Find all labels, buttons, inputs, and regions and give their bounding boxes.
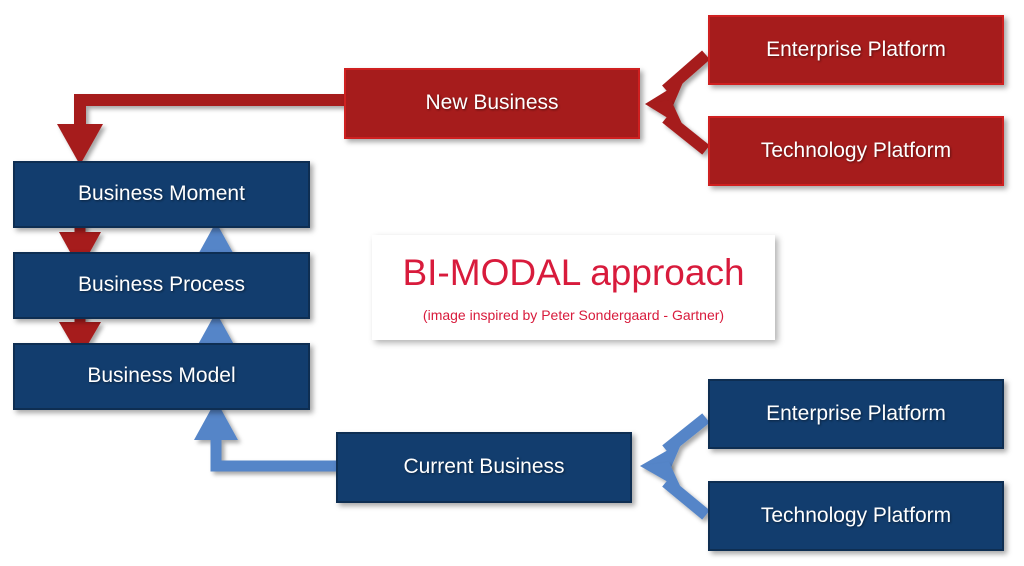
- node-business-moment-label: Business Moment: [78, 182, 245, 206]
- arrow-technology-platform-to-current-business: [640, 462, 710, 520]
- title-card: BI-MODAL approach (image inspired by Pet…: [372, 235, 775, 340]
- node-technology-platform-bottom[interactable]: Technology Platform: [708, 481, 1004, 551]
- node-new-business[interactable]: New Business: [344, 68, 640, 139]
- node-enterprise-platform-bottom-label: Enterprise Platform: [766, 401, 946, 425]
- node-new-business-label: New Business: [425, 91, 559, 115]
- node-business-process-label: Business Process: [78, 273, 245, 297]
- node-current-business-label: Current Business: [403, 455, 565, 479]
- arrow-enterprise-platform-to-current-business: [640, 413, 710, 470]
- node-current-business[interactable]: Current Business: [336, 432, 632, 503]
- node-technology-platform-top-label: Technology Platform: [760, 138, 952, 162]
- node-enterprise-platform-top[interactable]: Enterprise Platform: [708, 15, 1004, 85]
- arrow-technology-platform-to-new-business: [645, 100, 710, 155]
- arrow-new-business-to-business-moment: [57, 94, 344, 165]
- node-business-model-label: Business Model: [87, 364, 236, 388]
- arrow-enterprise-platform-to-new-business: [645, 50, 710, 108]
- node-business-moment[interactable]: Business Moment: [13, 161, 310, 228]
- node-business-process[interactable]: Business Process: [13, 252, 310, 319]
- node-enterprise-platform-bottom[interactable]: Enterprise Platform: [708, 379, 1004, 449]
- page-title: BI-MODAL approach: [402, 252, 745, 293]
- node-business-model[interactable]: Business Model: [13, 343, 310, 410]
- page-subtitle: (image inspired by Peter Sondergaard - G…: [422, 307, 725, 323]
- node-technology-platform-bottom-label: Technology Platform: [760, 503, 952, 527]
- node-technology-platform-top[interactable]: Technology Platform: [708, 116, 1004, 186]
- node-enterprise-platform-top-label: Enterprise Platform: [766, 37, 946, 61]
